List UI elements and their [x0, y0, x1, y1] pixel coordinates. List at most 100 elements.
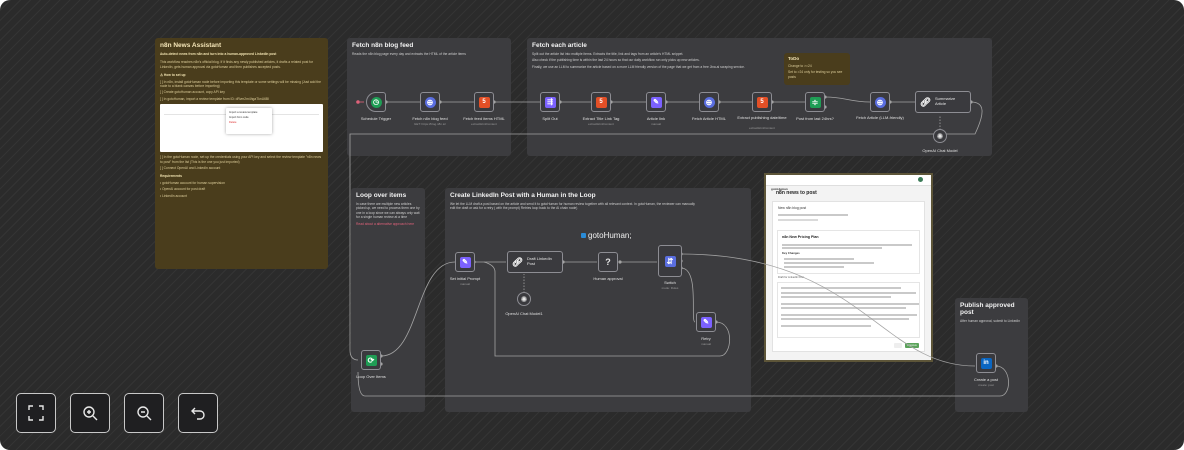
label-fetch-article-llm: Fetch Article (LLM-friendly): [856, 115, 904, 120]
sticky-title: Create LinkedIn Post with a Human in the…: [450, 192, 596, 199]
node-split-out[interactable]: ⇶: [540, 92, 560, 112]
requirement-3: • LinkedIn account: [160, 193, 188, 198]
sub-article-link: manual: [651, 122, 661, 126]
sticky-text-3: Finally, we use an LLM to summarize the …: [532, 64, 745, 69]
post-preview: n8n New Pricing Plan Key Changes: [777, 230, 920, 274]
node-create-post[interactable]: in: [976, 353, 996, 373]
edge-retry-setprompt: [483, 261, 730, 357]
node-openai-chat-model1[interactable]: ✺: [517, 292, 531, 306]
sub-switch: mode: Rules: [661, 286, 679, 290]
zoom-out-button[interactable]: [124, 393, 164, 433]
sub-extract-publishing-date: extractHtmlContent: [749, 126, 775, 130]
clock-icon: ◷: [370, 96, 382, 108]
globe-icon: ⊕: [424, 96, 436, 108]
sticky-title: ToDo: [788, 56, 800, 61]
setup-step-1: [ ] In n8n, install gotoHuman node befor…: [160, 79, 321, 89]
avatar: [918, 177, 923, 182]
linkedin-icon: in: [980, 357, 992, 369]
filter-icon: ≑: [809, 96, 821, 108]
node-article-link[interactable]: ✎: [646, 92, 666, 112]
sticky-title: Fetch each article: [532, 42, 587, 49]
sticky-link[interactable]: Read about a alternative approach here: [356, 221, 415, 226]
sub-set-initial-prompt: manual: [460, 282, 470, 286]
sticky-text: We let the LLM draft a post based on the…: [450, 202, 695, 211]
edge-summarize-loop: [349, 101, 983, 361]
review-section: New n8n blog post: [778, 206, 807, 210]
todo-line-1: Change to >=24: [788, 64, 812, 68]
sticky-title: Publish approved post: [960, 302, 1015, 316]
node-loop-over-items[interactable]: ⟳: [361, 350, 381, 370]
sub-retry: manual: [701, 342, 711, 346]
node-openai-chat-model[interactable]: ✺: [933, 129, 947, 143]
globe-icon: ⊕: [874, 96, 886, 108]
split-icon: ⇶: [544, 96, 556, 108]
edge-loop-setprompt: [380, 261, 456, 357]
sub-extract-title-link-tag: extractHtmlContent: [588, 122, 614, 126]
fit-view-button[interactable]: [16, 393, 56, 433]
todo-line-2: Set to >24 only for testing so you see p…: [788, 70, 843, 79]
label-split-out: Split Out: [542, 116, 558, 121]
sticky-text: Reads the n8n blog page every day and ex…: [352, 52, 466, 56]
label-set-initial-prompt: Set initial Prompt: [449, 276, 481, 281]
label-filter-last-24hrs: Post from last 24hrs?: [796, 116, 834, 121]
chain-icon: 🔗︎: [919, 96, 932, 107]
html-icon: 5: [478, 96, 490, 108]
node-human-approval[interactable]: ?: [598, 252, 618, 272]
node-filter-last-24hrs[interactable]: ≑: [805, 92, 825, 112]
edge-filter-fetchllm: [824, 96, 871, 103]
setup-step-3: [ ] In gotoHuman, import a review templa…: [160, 96, 269, 101]
openai-icon: ✺: [520, 294, 528, 304]
sticky-loop[interactable]: Loop over items In case there are multip…: [351, 188, 425, 412]
sticky-news-assistant[interactable]: n8n News Assistant Auto-detect news from…: [155, 38, 328, 269]
node-fetch-feed-items-html[interactable]: 5: [474, 92, 494, 112]
label-openai-chat-model: OpenAI Chat Model: [922, 148, 958, 153]
edge-switch-retry: [680, 267, 696, 323]
review-title: n8n news to post: [776, 190, 817, 196]
popup-import-code: Import from code: [229, 116, 249, 120]
setup-step-5: [ ] Connect OpenAI and LinkedIn account: [160, 166, 221, 171]
label-draft-linkedin-post: Draft LinkedIn Post: [527, 256, 552, 266]
node-fetch-blog-feed[interactable]: ⊕: [420, 92, 440, 112]
howto-title: ⚠ How to set up: [160, 73, 323, 77]
node-extract-publishing-date[interactable]: 5: [752, 92, 772, 112]
sub-fetch-feed-items-html: extractHtmlContent: [471, 122, 497, 126]
sub-fetch-blog-feed: GET: https://blog.n8n.io/: [413, 122, 447, 126]
switch-icon: ⇵: [664, 255, 676, 267]
sticky-linkedin[interactable]: Create LinkedIn Post with a Human in the…: [445, 188, 751, 412]
node-extract-title-link-tag[interactable]: 5: [591, 92, 611, 112]
node-schedule-trigger[interactable]: ◷: [366, 92, 386, 112]
globe-icon: ⊕: [703, 96, 715, 108]
node-switch[interactable]: ⇵: [658, 245, 682, 277]
requirement-2: • OpenAI account for post draft: [160, 187, 206, 192]
key-changes: Key Changes: [782, 251, 800, 255]
node-set-initial-prompt[interactable]: ✎: [455, 252, 475, 272]
sticky-title: Fetch n8n blog feed: [352, 42, 414, 49]
sticky-text-2: Also check if the publishing time is wit…: [532, 58, 700, 63]
sticky-subtitle: Auto-detect news from n8n and turn into …: [160, 52, 277, 56]
node-fetch-article-llm[interactable]: ⊕: [870, 92, 890, 112]
pencil-icon: ✎: [459, 256, 471, 268]
html-icon: 5: [756, 96, 768, 108]
chain-icon: 🔗︎: [511, 256, 524, 267]
fit-view-icon: [28, 405, 44, 421]
sticky-text: In case there are multiple new articles …: [356, 202, 420, 220]
label-switch: Switch: [664, 280, 676, 285]
node-draft-linkedin-post[interactable]: 🔗︎ Draft LinkedIn Post: [507, 251, 563, 273]
node-retry[interactable]: ✎: [696, 312, 716, 332]
popup-import-template: Import a review template: [229, 111, 258, 115]
sticky-text: After human approval, submit to LinkedIn: [960, 319, 1021, 323]
html-icon: 5: [595, 96, 607, 108]
node-fetch-article-html[interactable]: ⊕: [699, 92, 719, 112]
warning-icon: ⚠: [160, 73, 164, 78]
sub-create-post: create: post: [978, 383, 994, 387]
undo-button[interactable]: [178, 393, 218, 433]
zoom-in-button[interactable]: [70, 393, 110, 433]
node-summarize-article[interactable]: 🔗︎ Summarize Article: [915, 91, 971, 113]
requirements-title: Requirements: [160, 174, 182, 179]
label-retry: Retry: [701, 336, 711, 341]
question-icon: ?: [605, 257, 611, 267]
undo-icon: [191, 407, 205, 420]
label-schedule-trigger: Schedule Trigger: [360, 116, 392, 121]
sticky-todo[interactable]: ToDo Change to >=24 Set to >24 only for …: [784, 53, 850, 85]
